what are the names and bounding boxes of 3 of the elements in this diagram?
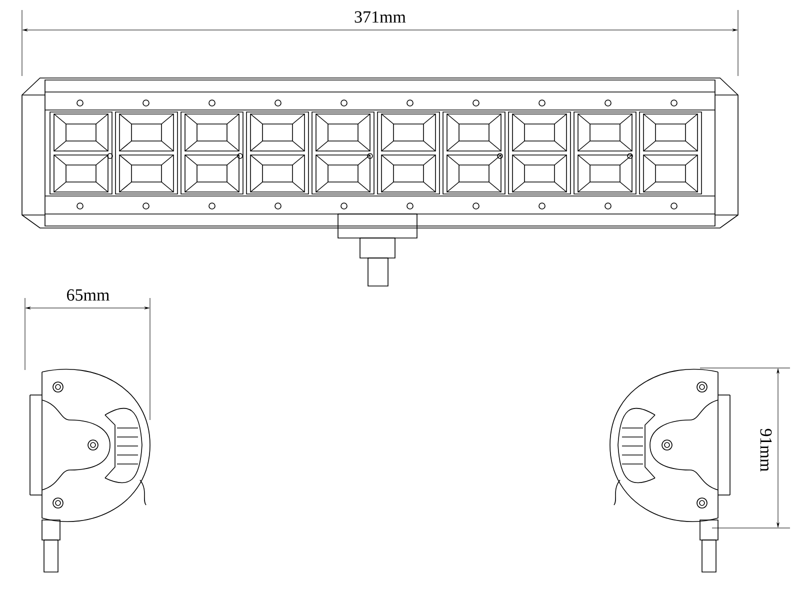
dimension-label: 91mm (760, 428, 772, 472)
dimension-label: 371mm (354, 11, 406, 23)
dimension-label: 65mm (67, 289, 110, 301)
